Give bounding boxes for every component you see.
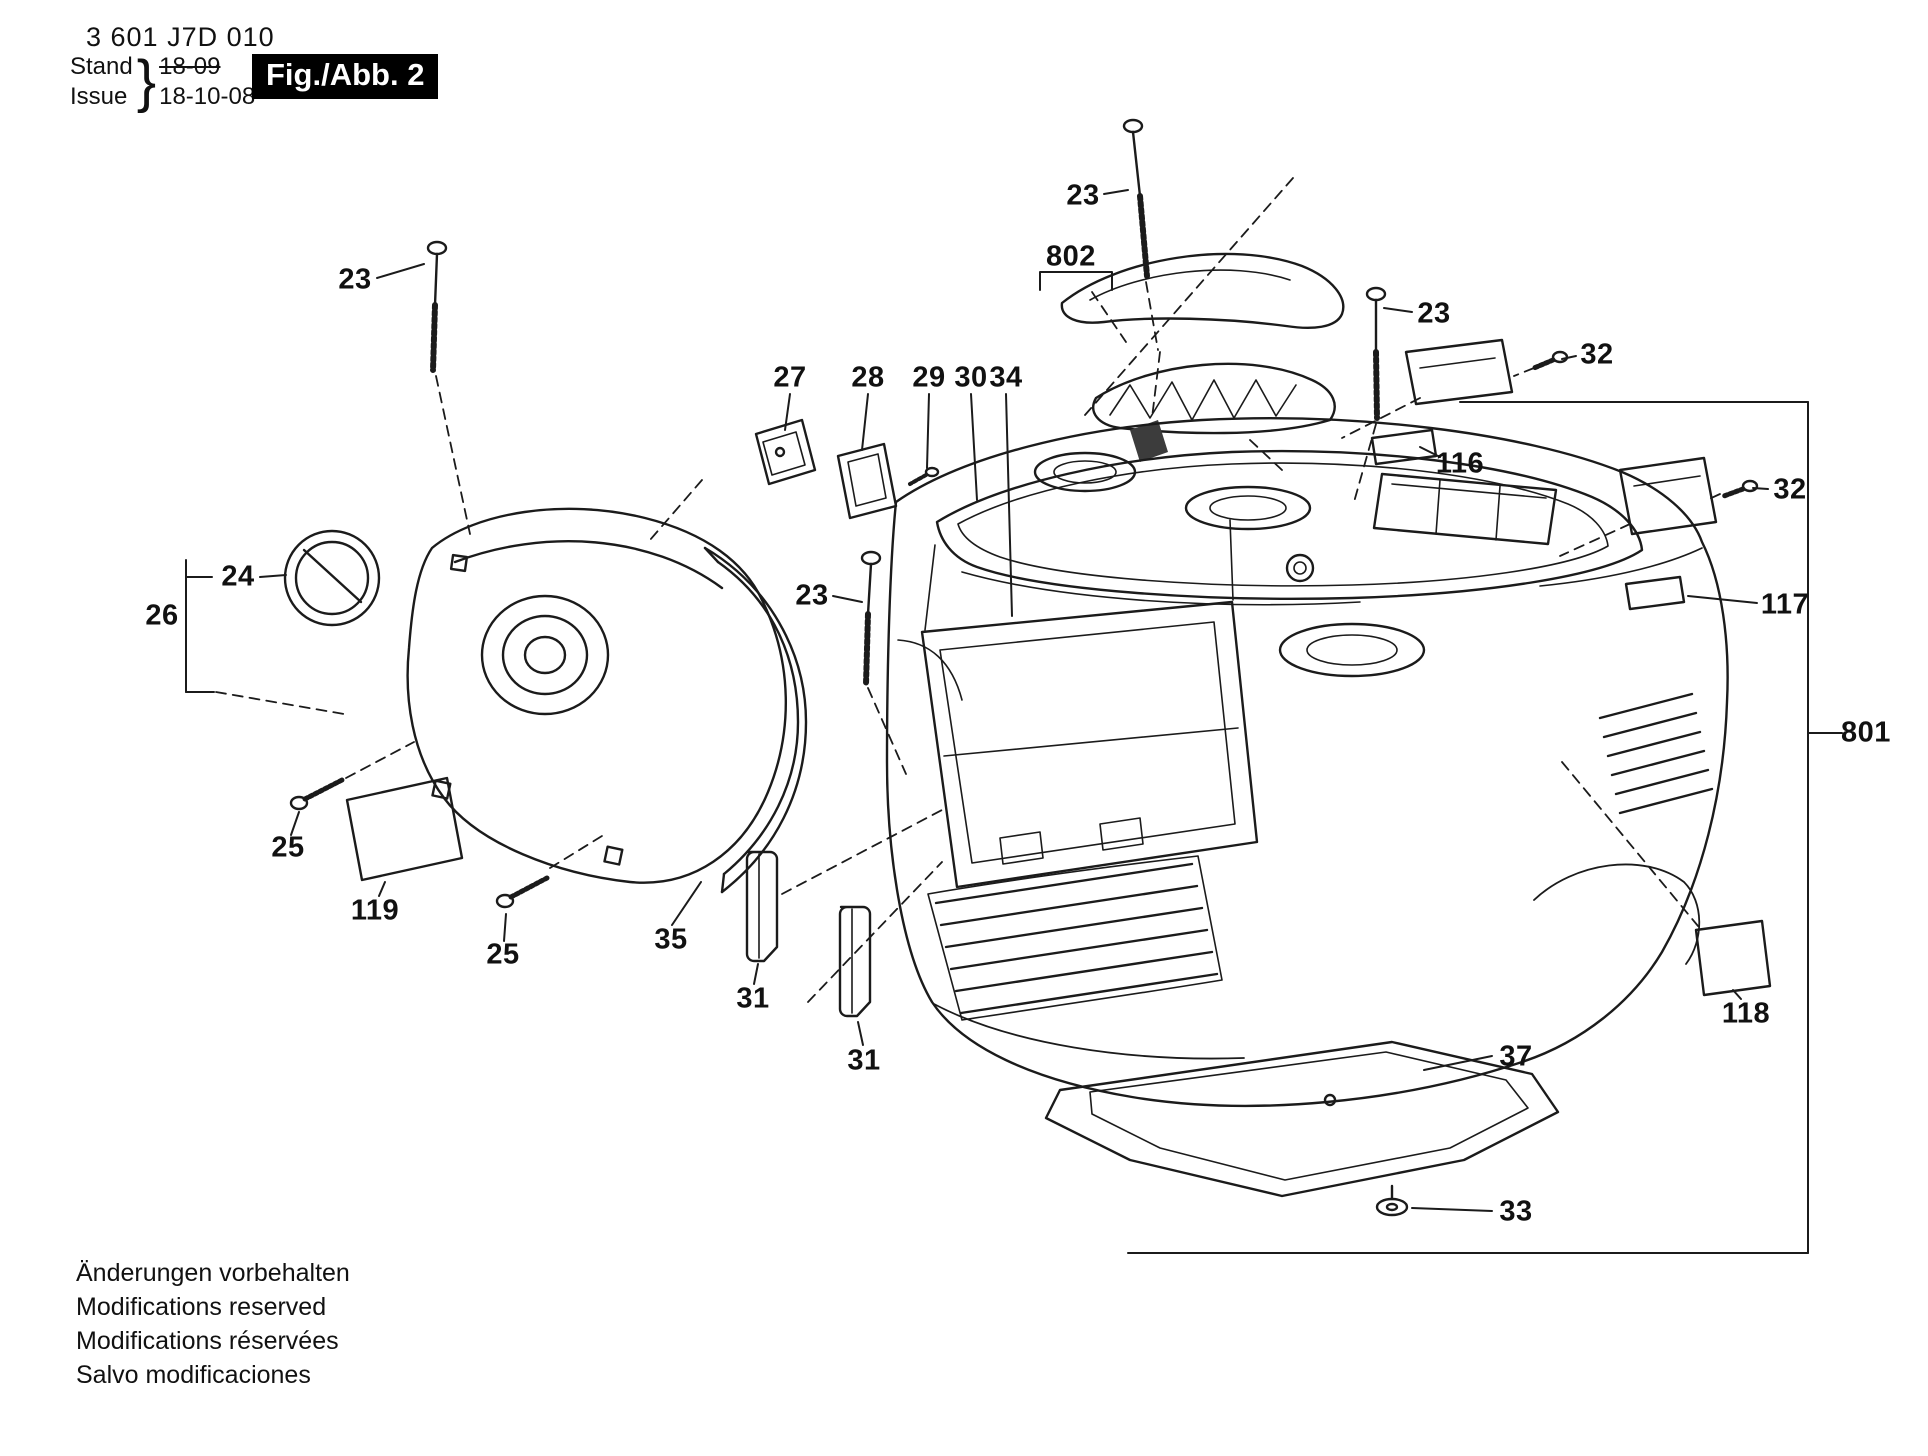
- footer-line-fr: Modifications réservées: [76, 1327, 339, 1355]
- part-number: 3 601 J7D 010: [86, 22, 275, 52]
- bracket-801: [1127, 401, 1809, 1254]
- callout-28: 28: [851, 361, 885, 394]
- clip-31-b: [838, 905, 872, 1018]
- bracket-26: [185, 559, 215, 693]
- callout-802: 802: [1046, 240, 1096, 273]
- issue-label: Issue: [70, 83, 128, 110]
- screw-23-right: [1365, 286, 1387, 421]
- screw-23-top: [1122, 118, 1150, 279]
- footer-line-de: Änderungen vorbehalten: [76, 1259, 350, 1287]
- label-sticker-118: [1694, 919, 1772, 997]
- callout-23: 23: [795, 579, 829, 612]
- screw-33: [1375, 1184, 1409, 1217]
- motor-cover: [406, 507, 788, 884]
- callout-27: 27: [773, 361, 807, 394]
- figure-label: Fig./Abb. 2: [252, 54, 439, 99]
- callout-117: 117: [1760, 588, 1810, 621]
- screw-25-b: [495, 875, 550, 909]
- issue-value: 18-10-08: [159, 83, 256, 110]
- screw-32-b: [1721, 479, 1759, 499]
- screw-25-a: [289, 776, 347, 811]
- callout-118: 118: [1721, 997, 1771, 1030]
- pad-32-b: [1618, 456, 1718, 536]
- screw-23-left: [426, 240, 448, 373]
- stand-label: Stand: [70, 53, 133, 80]
- brace-glyph: }: [136, 49, 157, 114]
- callout-37: 37: [1499, 1040, 1533, 1073]
- clip-31-a: [745, 850, 779, 963]
- screw-23-middle: [860, 550, 882, 687]
- callout-24: 24: [221, 560, 255, 593]
- callout-32: 32: [1580, 338, 1614, 371]
- stand-value: 18-09: [159, 53, 221, 80]
- callout-25: 25: [271, 831, 305, 864]
- bracket-802: [1039, 271, 1113, 291]
- callout-35: 35: [654, 923, 688, 956]
- cap-24: [283, 529, 381, 627]
- dashed-leader-lines: [215, 177, 1721, 1003]
- callout-23: 23: [1417, 297, 1451, 330]
- callout-32: 32: [1773, 473, 1807, 506]
- callout-33: 33: [1499, 1195, 1533, 1228]
- callout-23: 23: [1066, 179, 1100, 212]
- issue-block: Stand Issue } 18-09 18-10-08: [70, 52, 255, 112]
- callout-31: 31: [847, 1044, 881, 1077]
- bottom-plate-37: [1044, 1040, 1560, 1198]
- callout-25: 25: [486, 938, 520, 971]
- bracket-28: [836, 442, 898, 520]
- footer-line-es: Salvo modificaciones: [76, 1361, 311, 1389]
- callout-116: 116: [1435, 447, 1485, 480]
- callout-30: 30: [954, 361, 988, 394]
- callout-26: 26: [145, 599, 179, 632]
- label-117: [1624, 575, 1686, 611]
- callout-34: 34: [989, 361, 1023, 394]
- callout-119: 119: [350, 894, 400, 927]
- switch-27: [754, 418, 817, 486]
- footer-line-en: Modifications reserved: [76, 1293, 327, 1321]
- label-sticker-119: [345, 776, 464, 882]
- callout-801: 801: [1841, 716, 1891, 749]
- main-housing: [885, 417, 1729, 1108]
- side-trim-35: [703, 546, 808, 894]
- solid-leader-lines: [259, 189, 1843, 1212]
- pad-32-a: [1404, 338, 1514, 406]
- screw-29: [908, 466, 940, 486]
- screw-32-a: [1531, 350, 1569, 371]
- callout-23: 23: [338, 263, 372, 296]
- footer-notes: Änderungen vorbehalten Modifications res…: [76, 1256, 350, 1392]
- callout-31: 31: [736, 982, 770, 1015]
- callout-29: 29: [912, 361, 946, 394]
